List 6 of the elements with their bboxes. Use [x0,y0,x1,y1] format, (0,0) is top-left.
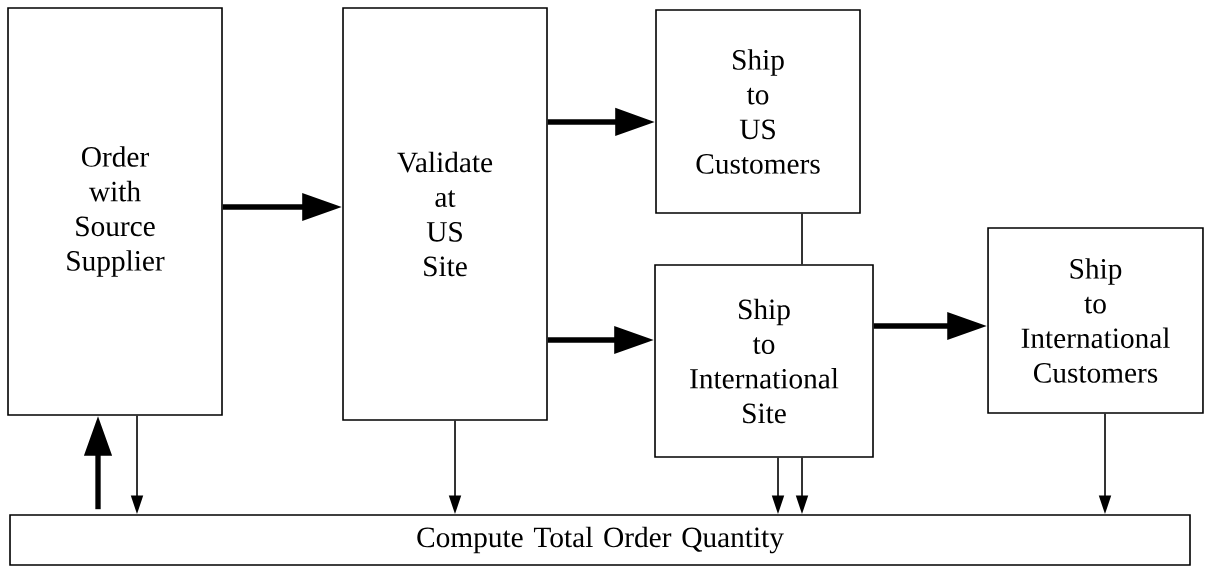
process-box: Validate at US Site [342,7,548,421]
process-box: Order with Source Supplier [7,7,223,416]
process-box: Ship to US Customers [655,9,861,214]
process-box: Ship to International Customers [987,227,1204,414]
process-box: Compute Total Order Quantity [9,514,1191,566]
process-box: Ship to International Site [654,264,874,458]
